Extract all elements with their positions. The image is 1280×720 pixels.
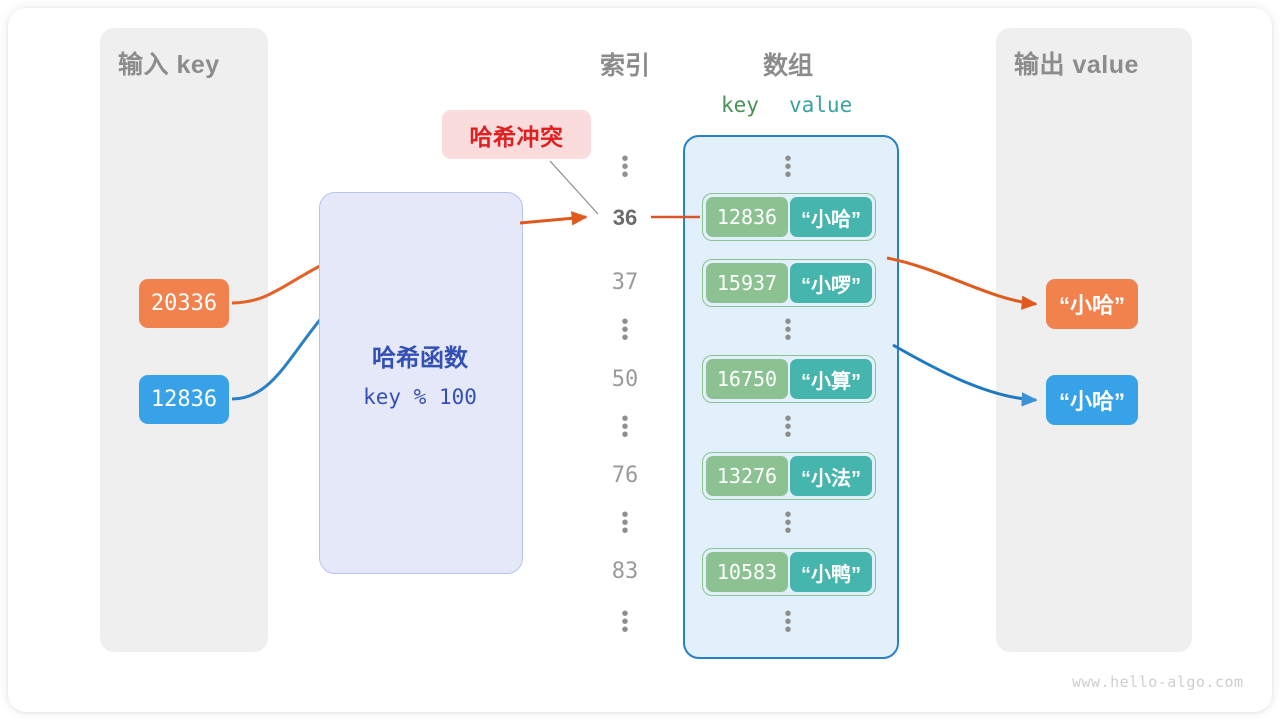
array-dots-0: ••• (784, 148, 792, 186)
array-column-title: 数组 (762, 52, 813, 80)
array-dots-3: ••• (784, 504, 792, 542)
collision-badge: 哈希冲突 (442, 110, 591, 159)
array-dots-1: ••• (784, 311, 792, 349)
hash-function-formula: key % 100 (363, 385, 477, 409)
cell-key: 15937 (706, 263, 788, 303)
index-dots-3: ••• (621, 504, 629, 542)
cell-value: “小啰” (790, 263, 872, 303)
index-dots-1: ••• (621, 311, 629, 349)
wire-output-0 (886, 256, 1038, 310)
hash-function-title: 哈希函数 (372, 345, 468, 372)
cell-key: 16750 (706, 359, 788, 399)
output-value-chip-0[interactable]: “小哈” (1046, 279, 1138, 329)
index-dots-4: ••• (621, 603, 629, 641)
table-row[interactable]: 13276 “小法” (702, 452, 876, 500)
cell-value: “小法” (790, 456, 872, 496)
collision-leader-line (549, 160, 599, 215)
key-column-header: key (721, 93, 759, 117)
table-row[interactable]: 12836 “小哈” (702, 193, 876, 241)
cell-value: “小哈” (790, 197, 872, 237)
output-panel (996, 28, 1192, 652)
cell-value: “小算” (790, 359, 872, 399)
index-dots-2: ••• (621, 408, 629, 446)
table-row[interactable]: 10583 “小鸭” (702, 548, 876, 596)
cell-value: “小鸭” (790, 552, 872, 592)
wire-output-1 (892, 343, 1038, 407)
output-panel-title: 输出 value (1014, 51, 1139, 79)
index-dots-0: ••• (621, 148, 629, 186)
watermark: www.hello-algo.com (1072, 673, 1244, 691)
cell-key: 10583 (706, 552, 788, 592)
cell-key: 12836 (706, 197, 788, 237)
value-column-header: value (789, 93, 853, 117)
index-label-36[interactable]: 36 (612, 205, 638, 230)
index-column-title: 索引 (599, 52, 650, 80)
index-label-76[interactable]: 76 (611, 463, 639, 488)
arrow-to-index-36 (519, 211, 588, 226)
input-key-chip-0[interactable]: 20336 (139, 279, 229, 328)
hash-function-box[interactable] (319, 192, 523, 574)
table-row[interactable]: 16750 “小算” (702, 355, 876, 403)
cell-key: 13276 (706, 456, 788, 496)
output-value-chip-1[interactable]: “小哈” (1046, 375, 1138, 425)
table-row[interactable]: 15937 “小啰” (702, 259, 876, 307)
index-label-37[interactable]: 37 (611, 270, 639, 295)
input-panel (100, 28, 268, 652)
array-dots-2: ••• (784, 408, 792, 446)
array-dots-4: ••• (784, 603, 792, 641)
index-label-83[interactable]: 83 (611, 559, 639, 584)
input-panel-title: 输入 key (118, 51, 220, 79)
input-key-chip-1[interactable]: 12836 (139, 375, 229, 424)
index-label-50[interactable]: 50 (611, 367, 639, 392)
